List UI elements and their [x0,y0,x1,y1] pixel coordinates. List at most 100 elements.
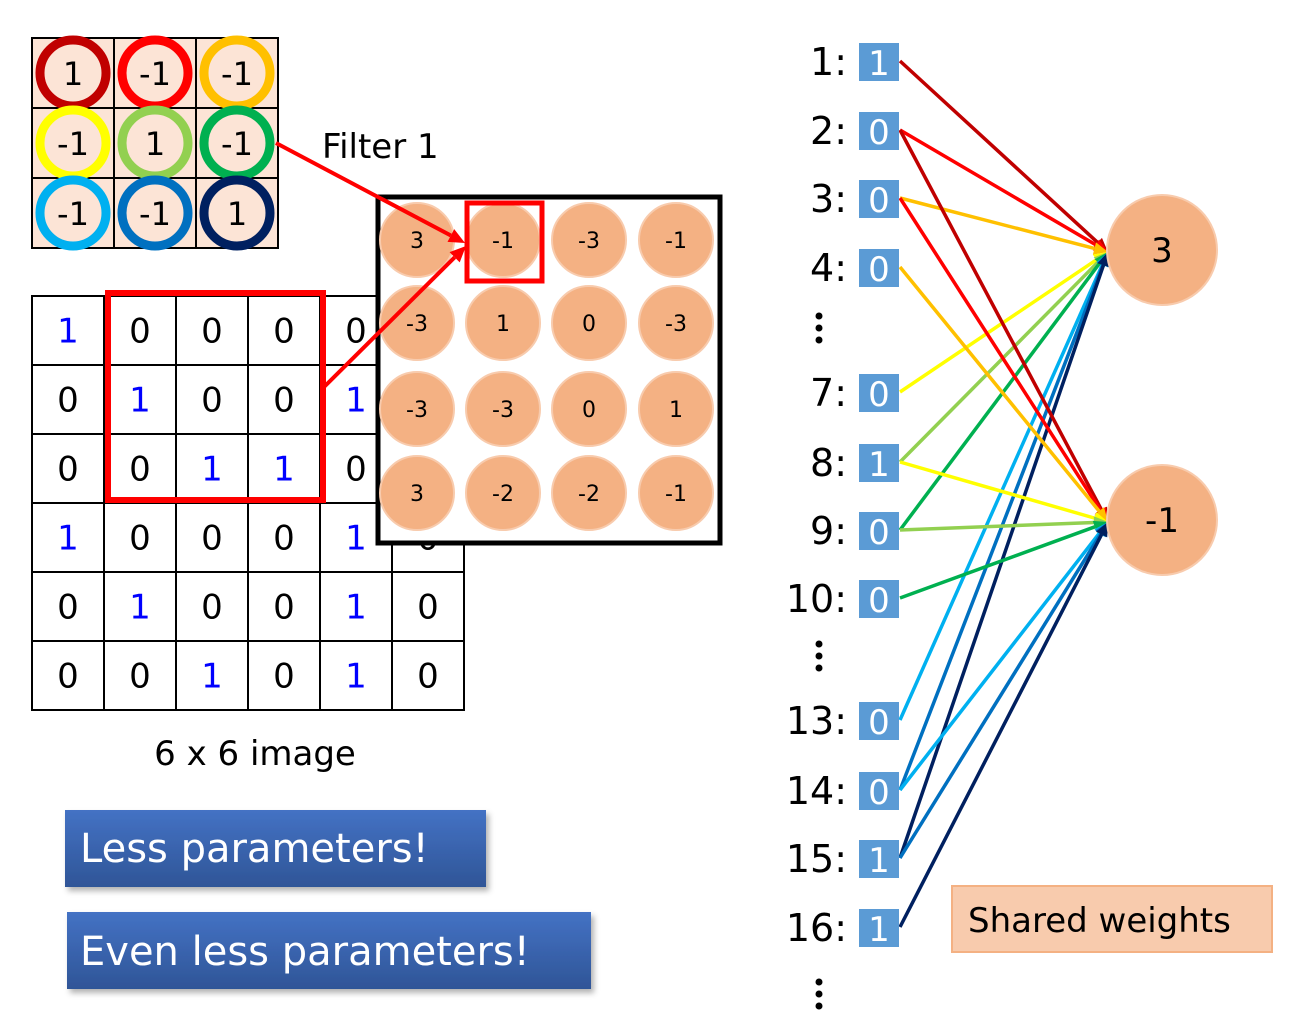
input-node-value: 0 [868,113,890,153]
output-neuron-value: -1 [1145,501,1179,541]
convolution-arrows [275,141,466,390]
input-index-label: 13: [786,699,847,743]
feature-map-cell [379,455,455,531]
input-node-value: 0 [868,181,890,221]
filter-cell-value: -1 [57,195,89,233]
input-index-label: 1: [810,40,847,84]
image-cell: 0 [57,588,79,628]
image-cell: 0 [201,312,223,352]
feature-map-value: -2 [578,482,600,507]
weight-edge [898,260,1100,464]
input-node-value: 1 [868,445,890,485]
feature-map-value: -3 [492,398,514,423]
input-index-label: 14: [786,769,847,813]
weight-edge-head [1094,507,1108,522]
input-node [859,374,899,412]
filter-cell-ring [117,175,193,251]
feature-map-value: -1 [492,229,514,254]
weight-edge [898,59,1099,244]
feature-map-value: 3 [410,482,424,507]
input-node [859,444,899,482]
input-index-label: 2: [810,109,847,153]
weight-edge [898,265,1101,513]
output-neuron [1106,464,1218,576]
feature-map-cell [465,455,541,531]
weight-edge [899,460,1096,520]
feature-map-cell [638,202,714,278]
filter-to-feature-arrow-head [447,229,465,243]
image-cell: 1 [345,519,367,559]
feature-map-value: -3 [406,398,428,423]
weight-edge [899,258,1098,394]
svg-text:Shared weights: Shared weights [968,901,1231,941]
feature-map-value: -1 [665,229,687,254]
feature-map-cell [551,285,627,361]
weight-edge [898,197,1102,512]
feature-map-value: -3 [665,312,687,337]
input-node [859,702,899,740]
input-index-label: 15: [786,837,847,881]
weight-edge-head [1096,522,1108,538]
input-index-label: 9: [810,509,847,553]
input-node-value: 1 [868,841,890,881]
input-node-value: 0 [868,250,890,290]
image-cell: 0 [345,312,367,352]
filter-cell-value: -1 [139,195,171,233]
filter-cell-value: -1 [139,55,171,93]
input-index-label: 10: [786,577,847,621]
image-cell: 0 [129,657,151,697]
input-index-label: 3: [810,177,847,221]
feature-map-cell [638,285,714,361]
image-label: 6 x 6 image [154,734,356,774]
ellipsis-dots [815,312,823,1010]
image-cell: 0 [273,657,295,697]
weight-edge [899,196,1095,251]
even-less-parameters-banner: Even less parameters! [67,912,591,989]
feature-map-value: -3 [578,229,600,254]
filter-cell-value: -1 [221,125,253,163]
input-node-value: 1 [868,910,890,950]
weight-edge [899,525,1096,600]
image-cell: 1 [129,381,151,421]
image-cell: 0 [417,657,439,697]
weight-edge-head [1092,242,1108,255]
image-cell: 0 [273,519,295,559]
image-cell: 0 [57,657,79,697]
feature-map-cell [465,285,541,361]
weight-edge [898,532,1103,859]
weight-edge [898,531,1101,792]
filter-cell-ring [199,175,275,251]
image-cell: 0 [273,312,295,352]
input-index-label: 8: [810,441,847,485]
input-node [859,180,899,218]
feature-map-cell [465,371,541,447]
filter-cell-value: 1 [63,55,83,93]
feature-map-cell [379,285,455,361]
filter-cell-ring [35,175,111,251]
input-node [859,909,899,947]
input-node [859,580,899,618]
output-neuron-value: 3 [1151,231,1173,271]
image-cell: 0 [57,381,79,421]
image-cell: 0 [129,519,151,559]
filter-label: Filter 1 [322,127,439,167]
input-node [859,112,899,150]
input-nodes: 1:12:03:04:07:08:19:010:013:014:015:116:… [786,40,899,950]
image-cell: 1 [57,519,79,559]
feature-map-value: -2 [492,482,514,507]
input-index-label: 16: [786,906,847,950]
input-node-value: 1 [868,44,890,84]
input-index-label: 7: [810,371,847,415]
input-node [859,512,899,550]
feature-map-cell [379,371,455,447]
feature-map-value: -1 [665,482,687,507]
image-cell: 1 [273,450,295,490]
image-cell: 0 [273,381,295,421]
image-cell: 1 [57,312,79,352]
image-cell: 1 [345,657,367,697]
image-cell: 1 [201,657,223,697]
feature-map-value: 0 [582,398,596,423]
input-node-value: 0 [868,703,890,743]
image-cell: 0 [57,450,79,490]
